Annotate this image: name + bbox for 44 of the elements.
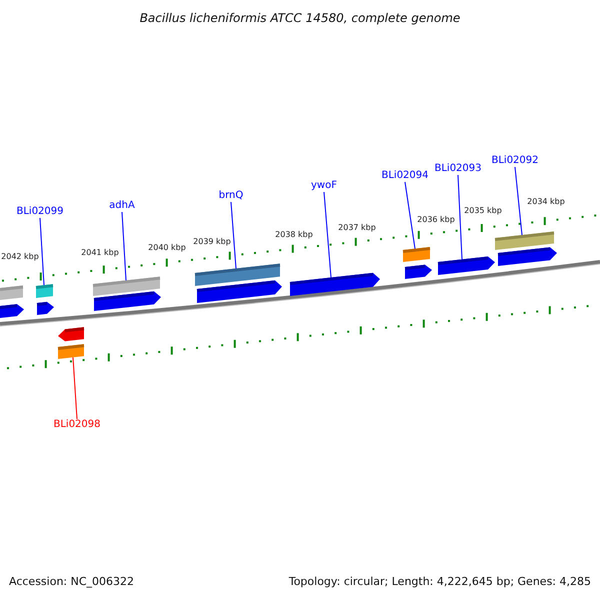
leader-line [40, 218, 44, 286]
gene-feature [58, 327, 84, 342]
gene-label: BLi02092 [491, 155, 539, 167]
gene-label: BLi02099 [16, 206, 64, 218]
gene-feature [438, 256, 495, 275]
scale-label: 2034 kbp [527, 197, 565, 206]
gene-feature [94, 291, 161, 311]
scale-label: 2039 kbp [193, 237, 231, 246]
gene-feature [498, 247, 557, 266]
leader-line [122, 212, 126, 281]
gene-label: BLi02094 [381, 170, 429, 182]
gene-feature [402, 247, 430, 262]
gene-feature [58, 344, 84, 359]
leader-line [324, 192, 332, 278]
gene-feature [404, 264, 432, 279]
leader-line [458, 174, 462, 260]
scale-label: 2036 kbp [417, 215, 455, 224]
gene-label: ywoF [311, 180, 337, 192]
gene-label: brnQ [218, 190, 244, 202]
leader-line [230, 202, 236, 269]
accession-text: Accession: NC_006322 [9, 575, 134, 588]
gene-label: adhA [109, 200, 135, 212]
gene-feature [290, 272, 380, 296]
scale-label: 2042 kbp [1, 252, 39, 261]
gene-feature [36, 302, 54, 315]
gene-feature [36, 284, 54, 298]
gene-feature [92, 276, 160, 296]
scale-label: 2040 kbp [148, 243, 186, 252]
gene-feature [0, 304, 24, 318]
gene-feature [0, 285, 24, 300]
scale-label: 2035 kbp [464, 206, 502, 215]
leader-line [514, 166, 522, 236]
diagram-title: Bacillus licheniformis ATCC 14580, complete genome [138, 11, 462, 25]
gene-label: BLi02098 [53, 419, 101, 431]
scale-label: 2037 kbp [338, 223, 376, 232]
gene-feature [194, 264, 280, 286]
leader-line [404, 182, 416, 250]
gene-label: BLi02093 [434, 163, 482, 175]
scale-label: 2038 kbp [275, 230, 313, 239]
gene-feature [494, 232, 554, 250]
gene-feature [196, 280, 282, 303]
scale-label: 2041 kbp [81, 248, 119, 257]
leader-line [72, 356, 78, 420]
genome-summary-text: Topology: circular; Length: 4,222,645 bp; Genes: 4,285 [288, 575, 591, 588]
